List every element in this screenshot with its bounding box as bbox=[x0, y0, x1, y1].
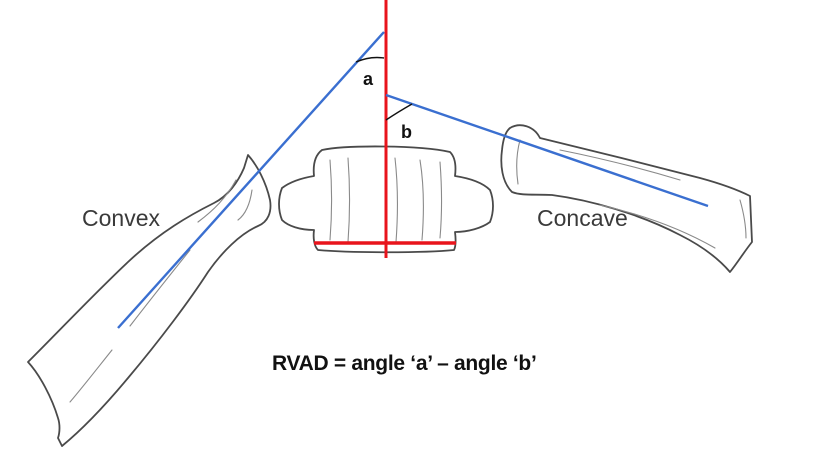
angle-a-arc bbox=[355, 56, 385, 63]
concave-rib bbox=[500, 124, 753, 273]
angle-b-label: b bbox=[401, 122, 412, 142]
vertebra-shading bbox=[329, 157, 443, 243]
convex-label: Convex bbox=[82, 205, 160, 231]
convex-rib bbox=[27, 154, 272, 447]
concave-rib-shading bbox=[516, 139, 747, 249]
convex-rib-shading bbox=[69, 179, 253, 403]
rvad-formula: RVAD = angle ‘a’ – angle ‘b’ bbox=[272, 352, 537, 375]
concave-label: Concave bbox=[537, 205, 628, 231]
concave-rib-axis bbox=[385, 93, 709, 208]
convex-rib-axis bbox=[117, 31, 385, 329]
angle-a-label: a bbox=[363, 69, 374, 89]
angle-b-arc bbox=[385, 103, 413, 121]
